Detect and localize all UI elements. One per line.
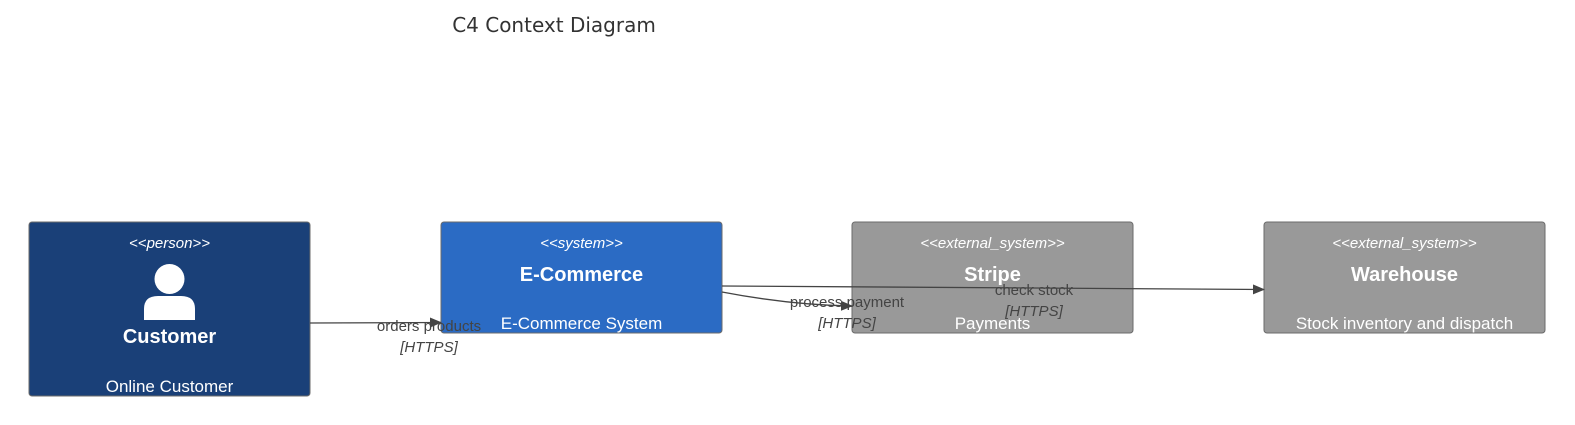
edge-payment-technology: [HTTPS] (817, 315, 876, 332)
node-ecommerce[interactable]: <<system>> E-Commerce E-Commerce System (440, 221, 723, 334)
node-ecommerce-stereotype: <<system>> (540, 235, 623, 252)
edge-payment-label: process payment (790, 294, 905, 311)
node-warehouse-name: Warehouse (1351, 264, 1458, 286)
node-warehouse-stereotype: <<external_system>> (1332, 235, 1476, 252)
node-warehouse-box (1263, 221, 1546, 334)
edge-process-payment[interactable] (721, 291, 853, 311)
person-icon (144, 264, 195, 320)
node-stripe-stereotype: <<external_system>> (920, 235, 1064, 252)
diagram-title: C4 Context Diagram (452, 13, 656, 37)
node-stripe-box (851, 221, 1134, 334)
edge-stock-label: check stock (995, 282, 1074, 299)
edge-orders-technology: [HTTPS] (399, 339, 458, 356)
node-warehouse-description: Stock inventory and dispatch (1296, 314, 1513, 333)
edge-stock-technology: [HTTPS] (1004, 303, 1063, 320)
node-customer-stereotype: <<person>> (129, 235, 210, 252)
node-warehouse[interactable]: <<external_system>> Warehouse Stock inve… (1263, 221, 1546, 334)
node-stripe[interactable]: <<external_system>> Stripe Payments (851, 221, 1134, 334)
node-stripe-name: Stripe (964, 264, 1021, 286)
node-ecommerce-name: E-Commerce (520, 264, 643, 286)
edge-check-stock[interactable] (721, 284, 1265, 295)
node-ecommerce-box (440, 221, 723, 334)
edge-orders-label: orders products (377, 318, 481, 335)
node-stripe-description: Payments (955, 314, 1031, 333)
node-customer-name: Customer (123, 326, 217, 348)
node-customer-description: Online Customer (106, 377, 234, 396)
edge-orders-products[interactable] (309, 317, 442, 328)
node-customer[interactable]: <<person>> Customer Online Customer (28, 221, 311, 397)
node-ecommerce-description: E-Commerce System (501, 314, 663, 333)
